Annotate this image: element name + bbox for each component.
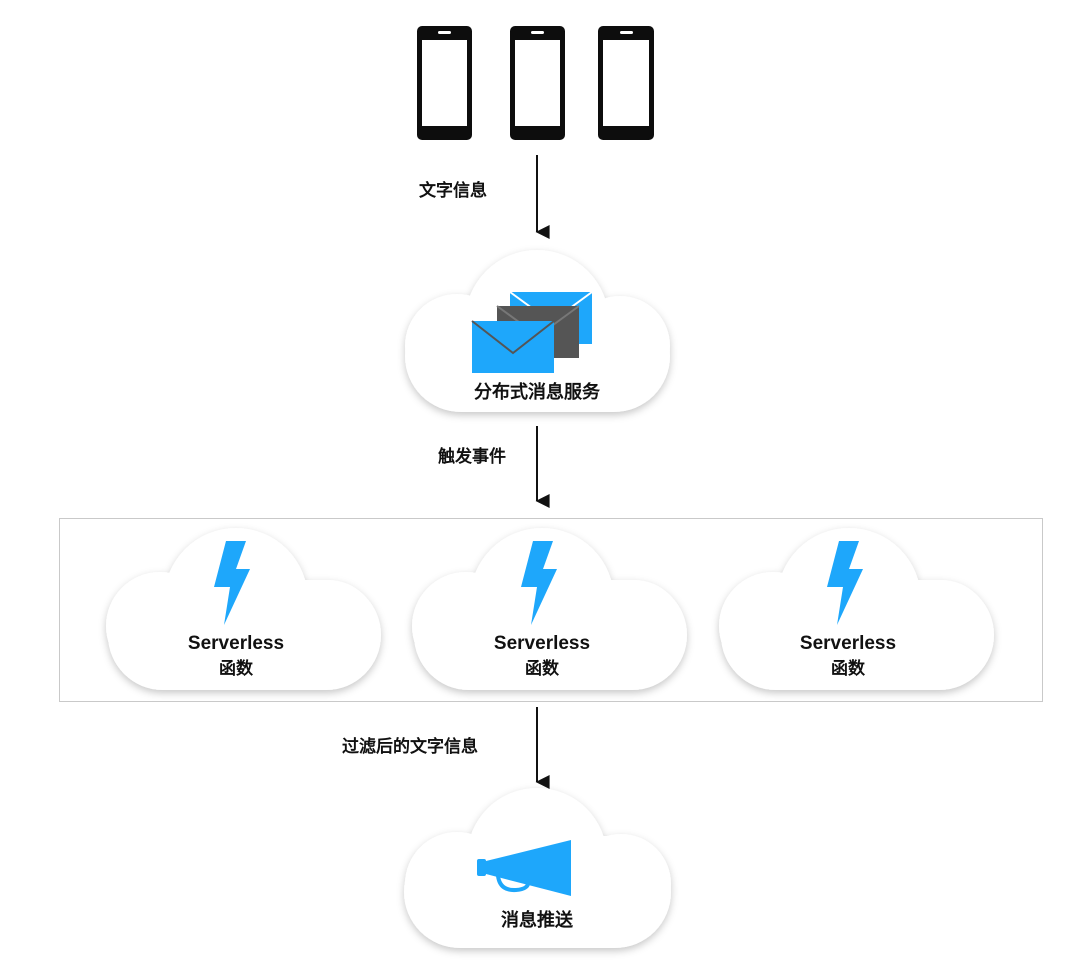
function-cloud-2 bbox=[412, 528, 687, 690]
mq-node-label: 分布式消息服务 bbox=[474, 382, 600, 403]
device-phone-3 bbox=[598, 26, 654, 140]
function-title: Serverless bbox=[493, 633, 591, 654]
function-node-3: Serverless 函数 bbox=[778, 632, 918, 682]
function-cloud-1 bbox=[106, 528, 381, 690]
function-subtitle: 函数 bbox=[525, 659, 559, 679]
push-cloud bbox=[404, 788, 671, 948]
flow-label-trigger-event: 触发事件 bbox=[438, 447, 506, 467]
function-node-2: Serverless 函数 bbox=[472, 632, 612, 682]
function-node-1: Serverless 函数 bbox=[166, 632, 306, 682]
function-title: Serverless bbox=[187, 633, 285, 654]
functions-group-box bbox=[59, 518, 1043, 702]
function-subtitle: 函数 bbox=[831, 659, 865, 679]
push-node-label: 消息推送 bbox=[501, 910, 573, 931]
device-phone-2 bbox=[510, 26, 565, 140]
function-cloud-3 bbox=[719, 528, 994, 690]
device-phone-1 bbox=[417, 26, 472, 140]
envelope-icon bbox=[471, 291, 593, 373]
megaphone-icon bbox=[477, 840, 571, 896]
function-subtitle: 函数 bbox=[219, 659, 253, 679]
flow-label-filtered-text: 过滤后的文字信息 bbox=[342, 737, 478, 757]
flow-label-devices-to-mq: 文字信息 bbox=[419, 181, 487, 201]
function-title: Serverless bbox=[799, 633, 897, 654]
